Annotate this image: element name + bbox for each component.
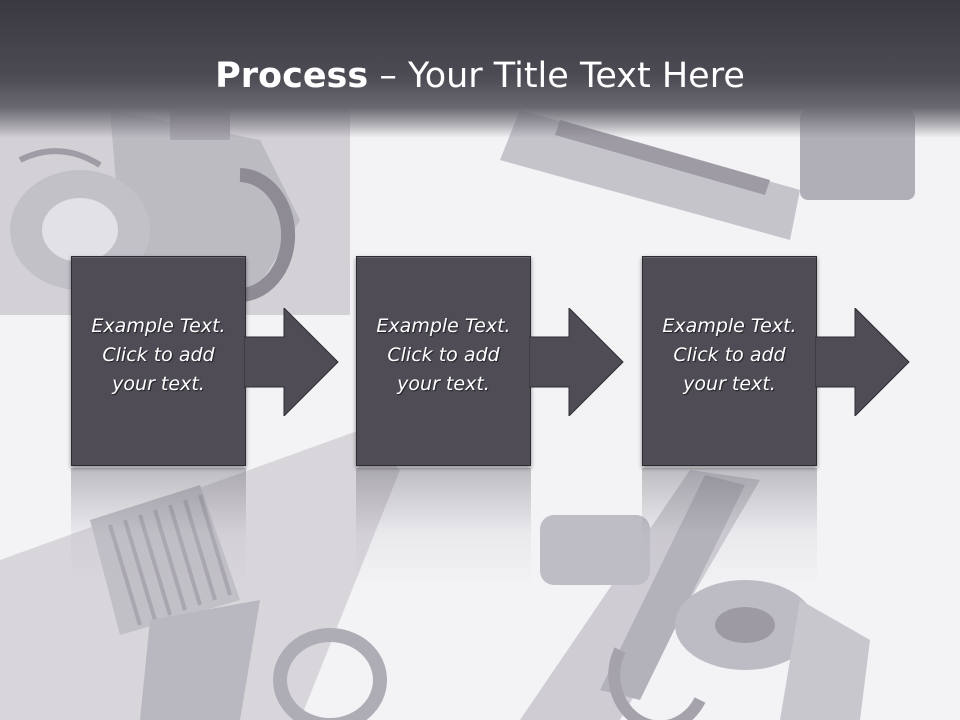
step-reflection [356, 468, 531, 588]
step-box[interactable] [642, 256, 817, 466]
step-text-line: Example Text. [91, 315, 226, 337]
step-text-line: Click to add [387, 344, 500, 366]
arrow-right-icon [815, 308, 910, 416]
step-box[interactable] [356, 256, 531, 466]
process-step-3: Example Text. Click to add your text. [642, 256, 817, 588]
step-text-line: Click to add [102, 344, 215, 366]
title-bar [0, 0, 960, 138]
step-text-line: your text. [683, 373, 776, 395]
step-reflection [71, 468, 246, 588]
step-text[interactable]: Example Text. Click to add your text. [71, 312, 246, 399]
arrow-right-icon [529, 308, 624, 416]
step-reflection [642, 468, 817, 588]
step-text-line: your text. [112, 373, 205, 395]
step-text-line: Click to add [673, 344, 786, 366]
step-text[interactable]: Example Text. Click to add your text. [642, 312, 817, 399]
title-bold: Process [215, 56, 369, 96]
arrow-right-icon [244, 308, 339, 416]
step-text[interactable]: Example Text. Click to add your text. [356, 312, 531, 399]
title-rest: – Your Title Text Here [368, 56, 745, 96]
step-text-line: your text. [397, 373, 490, 395]
step-text-line: Example Text. [662, 315, 797, 337]
process-step-2: Example Text. Click to add your text. [356, 256, 531, 588]
process-step-1: Example Text. Click to add your text. [71, 256, 246, 588]
step-text-line: Example Text. [376, 315, 511, 337]
slide-title[interactable]: Process – Your Title Text Here [0, 52, 960, 100]
step-box[interactable] [71, 256, 246, 466]
